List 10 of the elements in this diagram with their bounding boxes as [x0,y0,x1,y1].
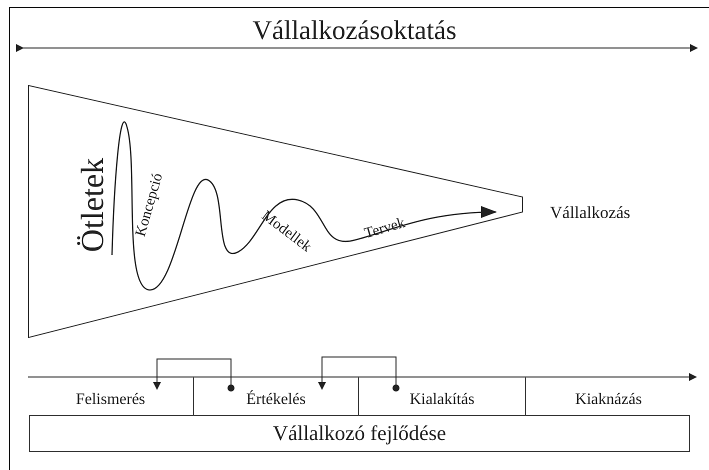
outcome-label: Vállalkozás [550,203,630,223]
phase-label: Kiaknázás [575,391,642,409]
phase-label: Kialakítás [410,391,474,409]
phase-label: Értékelés [246,391,306,409]
feedback-arrow [318,356,400,392]
diagram-title: Vállalkozásoktatás [252,14,458,46]
feedback-arrow [153,358,234,392]
phase-label: Felismerés [76,391,146,409]
development-bar: Vállalkozó fejlődése [29,415,690,452]
ideas-label: Ötletek [76,158,108,252]
